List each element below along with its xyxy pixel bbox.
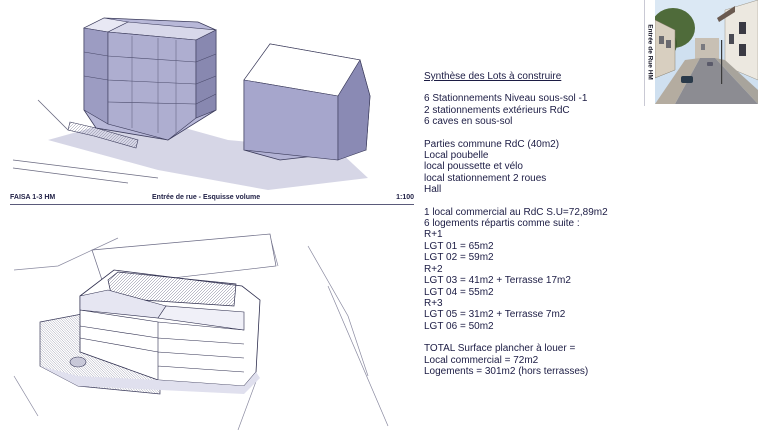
summary-line: local poussette et vélo [424, 161, 523, 173]
project-code: FAISA 1-3 HM [10, 194, 56, 201]
summary-line: local stationnement 2 roues [424, 172, 547, 184]
drawing-title: Entrée de rue - Esquisse volume [152, 194, 261, 201]
summary-line: 6 logements répartis comme suite : [424, 218, 580, 230]
summary-line: 6 Stationnements Niveau sous-sol -1 [424, 93, 588, 105]
block-spacer [424, 196, 654, 207]
street-photo-label: Entrée de Rue HM [645, 2, 655, 102]
summary-line: LGT 05 = 31m2 + Terrasse 7m2 [424, 309, 566, 321]
summary-line: R+3 [424, 297, 443, 309]
drawing-scale: 1:100 [396, 194, 414, 201]
summary-line: LGT 01 = 65m2 [424, 240, 494, 252]
summary-line: LGT 02 = 59m2 [424, 252, 494, 264]
summary-line: Parties commune RdC (40m2) [424, 138, 560, 150]
lots-summary: Synthèse des Lots à construire 6 Station… [424, 71, 654, 377]
summary-line: R+1 [424, 229, 443, 241]
block-spacer [424, 128, 654, 139]
summary-line: Hall [424, 184, 442, 196]
volume-sketch-top [12, 17, 371, 190]
summary-line: LGT 06 = 50m2 [424, 320, 494, 332]
summary-line: 6 caves en sous-sol [424, 116, 513, 128]
drawing-caption-bar: FAISA 1-3 HM Entrée de rue - Esquisse vo… [10, 192, 414, 205]
summary-line: LGT 04 = 55m2 [424, 286, 494, 298]
summary-line: Local commercial = 72m2 [424, 354, 539, 366]
summary-line: 2 stationnements extérieurs RdC [424, 104, 570, 116]
summary-line: R+2 [424, 263, 443, 275]
summary-line: 1 local commercial au RdC S.U=72,89m2 [424, 206, 608, 218]
volume-sketch-bottom [13, 233, 389, 430]
street-photo [655, 0, 758, 104]
summary-line: TOTAL Surface plancher à louer = [424, 343, 576, 355]
summary-line: LGT 03 = 41m2 + Terrasse 17m2 [424, 275, 571, 287]
summary-line: Logements = 301m2 (hors terrasses) [424, 365, 589, 377]
block-spacer [424, 332, 654, 343]
summary-line: Local poubelle [424, 150, 489, 162]
summary-title: Synthèse des Lots à construire [424, 71, 562, 82]
street-photo-caption: Entrée de Rue HM [646, 24, 654, 80]
